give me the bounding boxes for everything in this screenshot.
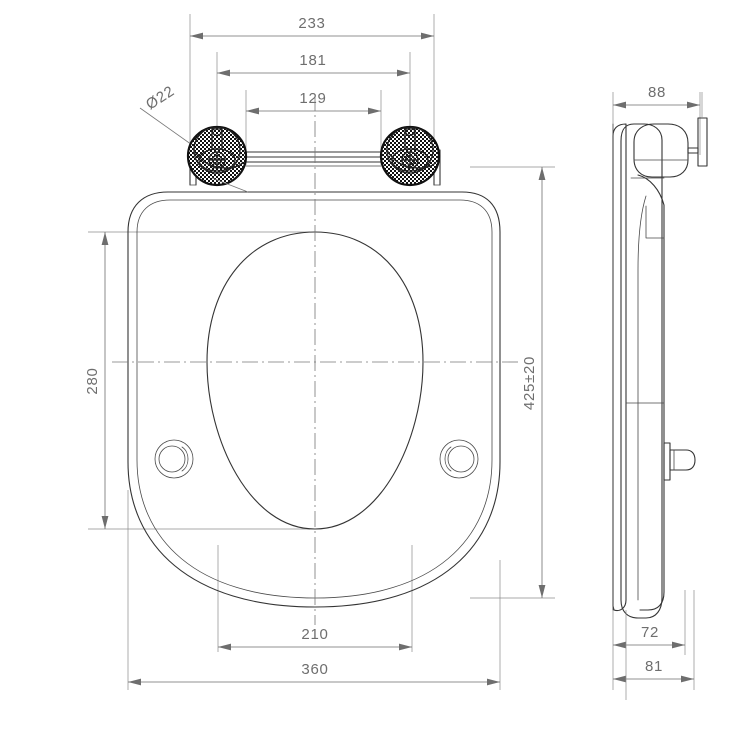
dim-81: 81: [613, 658, 694, 683]
dim-360: 360: [128, 661, 500, 686]
dim-233: 233: [190, 15, 434, 40]
side-view: 88 72 81: [612, 84, 708, 700]
dim-129: 129: [246, 90, 381, 115]
top-view-seat-body: [127, 149, 501, 608]
right-hinge: [379, 125, 441, 187]
right-bumper: [439, 439, 479, 479]
side-view-extension-lines: [612, 92, 701, 690]
dim-label-181: 181: [299, 52, 326, 69]
dim-280: 280: [84, 232, 109, 529]
left-hinge: [186, 125, 249, 193]
seat-inner-contour: [136, 199, 493, 599]
dim-88: 88: [613, 84, 700, 109]
dim-label-88: 88: [648, 84, 666, 101]
top-view-center-lines: [112, 95, 520, 625]
dim-label-72: 72: [641, 624, 659, 641]
side-back-edge: [612, 123, 627, 612]
side-bumper-base: [663, 442, 671, 481]
dim-label-81: 81: [645, 658, 663, 675]
dim-label-360: 360: [301, 661, 328, 678]
side-mount-plate: [697, 117, 708, 167]
top-view-extension-lines: [88, 14, 555, 690]
side-lid-front-curve: [637, 174, 665, 611]
dim-72: 72: [613, 624, 685, 649]
left-bumper: [154, 439, 194, 479]
dim-425: 425±20: [521, 167, 546, 598]
dim-181: 181: [217, 52, 410, 77]
seat-outer-contour: [127, 191, 501, 608]
dim-label-425: 425±20: [521, 356, 538, 410]
side-seat-body: [620, 123, 663, 619]
dim-label-210: 210: [301, 626, 328, 643]
dim-label-233: 233: [298, 15, 325, 32]
dim-210: 210: [218, 626, 412, 651]
dim-label-280: 280: [84, 367, 101, 394]
side-inner-wall: [637, 195, 647, 601]
side-bumper-pad: [669, 449, 696, 471]
side-detail-step: [645, 205, 665, 239]
dim-label-129: 129: [299, 90, 326, 107]
seat-bowl-opening: [206, 231, 424, 530]
